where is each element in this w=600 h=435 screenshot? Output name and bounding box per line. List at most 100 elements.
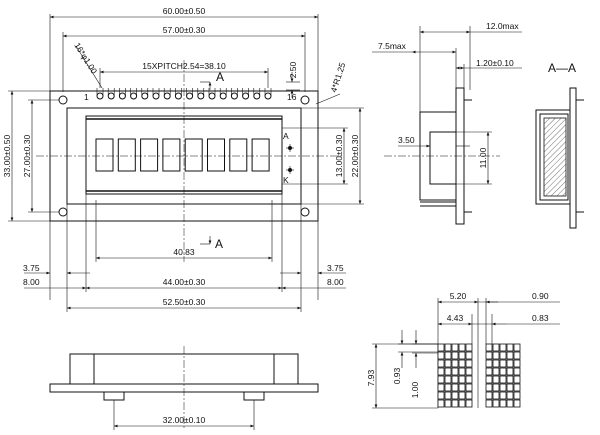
section-mark-bottom: A [215,237,223,251]
dot [506,383,514,392]
dim-height-total: 33.00±0.50 [2,134,12,177]
dim-led-depth: 3.50 [398,135,415,145]
dot [437,343,445,352]
character-cell-5 [184,138,203,172]
pin-15 [253,92,261,100]
dot [458,359,466,368]
dim-gap-outer: 0.90 [532,291,549,301]
section-hatch [543,117,567,197]
dim-pin-length-max: 7.5max [378,41,407,51]
dot [492,359,500,368]
dot [506,351,514,360]
dot [499,375,507,384]
dot-matrix-2 [485,343,521,408]
dot [513,399,521,408]
dot [451,391,459,400]
mount-post-right [243,391,265,401]
dot [499,367,507,376]
dot [458,391,466,400]
dot [485,351,493,360]
pin-1 [96,92,104,100]
dim-dot-size: 0.93 [392,367,402,384]
pin-10 [197,92,205,100]
dot [465,343,473,352]
dim-pcb-thickness: 1.20±0.10 [476,58,514,68]
dot [465,375,473,384]
character-cell-1 [95,138,114,172]
dim-char-width: 5.20 [450,291,467,301]
dim-pin-offset: 2.50 [288,61,298,78]
dot [492,383,500,392]
dot [485,383,493,392]
dim-bezel-width: 52.50±0.30 [163,297,206,307]
dot [458,383,466,392]
dot [492,391,500,400]
dot [485,375,493,384]
dim-height-digits: 13.00±0.30 [334,134,344,177]
mount-hole-tl [58,95,68,105]
pin-12 [219,92,227,100]
dot [506,375,514,384]
dot [506,359,514,368]
pin-4 [130,92,138,100]
section-title: A—A [548,61,576,75]
mount-hole-tr [300,95,310,105]
dot [465,359,473,368]
dot [437,399,445,408]
dot [465,351,473,360]
dot [437,383,445,392]
dot [451,383,459,392]
character-cell-2 [117,138,136,172]
pin-3 [118,92,126,100]
dot [485,367,493,376]
dot [485,399,493,408]
dot [458,351,466,360]
dot [465,391,473,400]
dot [513,359,521,368]
dot [506,367,514,376]
dot [499,383,507,392]
dim-height-window: 22.00±0.30 [350,134,360,177]
dim-gap-inner: 0.83 [532,313,549,323]
side-led [429,131,457,185]
dot [465,383,473,392]
mount-hole-br [300,207,310,217]
character-cell-3 [140,138,159,172]
dot [444,375,452,384]
dot [437,391,445,400]
dot [458,367,466,376]
dot [458,343,466,352]
dim-dot-pitch: 1.00 [410,381,420,398]
dot [499,351,507,360]
pin-2 [107,92,115,100]
dot [492,343,500,352]
dim-width-total: 60.00±0.50 [163,6,206,16]
dim-right-margin: 3.75 [327,263,344,273]
dot [444,391,452,400]
character-detail: 5.20 4.43 0.90 0.83 7.93 0.93 1.00 [366,291,560,409]
dot [444,383,452,392]
dot [437,367,445,376]
dot [444,343,452,352]
dot [499,391,507,400]
dot [499,343,507,352]
dot [513,343,521,352]
pin-row [96,88,272,100]
mount-hole-bl [58,207,68,217]
anode-label: A [283,131,289,141]
pin-14 [242,92,250,100]
dim-thickness-max: 12.0max [486,21,519,31]
pin-13 [230,92,238,100]
dot [506,399,514,408]
dot [444,351,452,360]
dim-mount-spacing: 32.00±0.10 [163,415,206,425]
dim-left-margin: 3.75 [23,263,40,273]
character-cell-8 [251,138,270,172]
dot [492,399,500,408]
dot [513,351,521,360]
dim-pin-hole: 16*φ1.00 [72,41,99,76]
dim-digit-offset: 40.83 [173,247,195,257]
dot [451,351,459,360]
led-anode [286,144,294,152]
dot [451,343,459,352]
